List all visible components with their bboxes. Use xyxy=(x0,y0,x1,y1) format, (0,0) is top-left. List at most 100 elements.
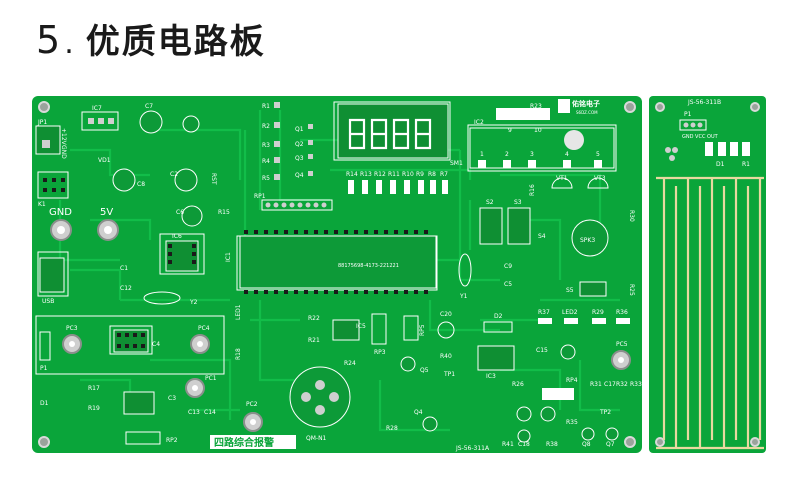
ic5-label: IC5 xyxy=(356,323,366,330)
ic7-label: IC7 xyxy=(92,105,102,112)
svg-text:R3: R3 xyxy=(262,142,270,149)
r18-label: R18 xyxy=(235,348,242,360)
right-lower-pads xyxy=(538,318,630,400)
ic2-mounting-hole xyxy=(564,130,584,150)
silk-title: 四路综合报警 xyxy=(214,436,274,449)
c20-label: C20 xyxy=(440,311,452,318)
power-pads xyxy=(50,219,119,241)
board-code: JS-56-311A xyxy=(455,445,490,452)
ic5-chip xyxy=(332,319,360,341)
svg-text:C17: C17 xyxy=(604,381,616,388)
r24-label: R24 xyxy=(344,360,356,367)
s2-label: S2 xyxy=(486,199,494,206)
vt1-label: VT1 xyxy=(556,175,568,182)
ic1-pins-top xyxy=(244,230,428,234)
c3-label: C3 xyxy=(168,395,176,402)
heading-dot: . xyxy=(64,26,74,61)
svg-text:R32: R32 xyxy=(616,381,628,388)
12v-label: +12V xyxy=(60,128,67,146)
rp1-label: RP1 xyxy=(254,193,266,200)
sensor-pin-labels: GND VCC OUT xyxy=(682,134,719,140)
svg-text:TP1: TP1 xyxy=(443,371,455,378)
s3-label: S3 xyxy=(514,199,522,206)
resistor-row-bodies xyxy=(348,180,448,194)
ic7-pins xyxy=(88,118,114,124)
svg-text:R4: R4 xyxy=(262,158,270,165)
usb-label: USB xyxy=(42,298,54,305)
led1-label: LED1 xyxy=(235,304,242,320)
vt3-label: VT3 xyxy=(594,175,606,182)
r23-label: R23 xyxy=(530,103,542,110)
k1-pins xyxy=(43,178,65,192)
spk-buzzer xyxy=(571,219,609,257)
rp5-header xyxy=(403,315,419,341)
ic3-label: IC3 xyxy=(486,373,496,380)
d1-label: D1 xyxy=(40,400,49,407)
c13-label: C13 xyxy=(188,409,200,416)
rp3-label: RP3 xyxy=(374,349,386,356)
sensor-comb-electrodes xyxy=(656,176,764,450)
logo-chinese: 佑铭电子 xyxy=(571,99,600,108)
s3-switch xyxy=(507,207,531,245)
svg-text:R31: R31 xyxy=(590,381,602,388)
vd1-label: VD1 xyxy=(98,157,111,164)
r21-label: R21 xyxy=(308,337,320,344)
qm-sensor-pins xyxy=(301,380,339,415)
5v-label: 5V xyxy=(100,207,113,218)
p1-label: P1 xyxy=(40,365,48,372)
sensor-transistor xyxy=(665,147,678,161)
r23-body xyxy=(496,108,550,120)
pc3-label: PC3 xyxy=(66,325,78,332)
c5-label: C5 xyxy=(504,281,512,288)
logo-english: S6DZ.COM xyxy=(576,110,598,115)
svg-text:Q2: Q2 xyxy=(295,141,304,148)
svg-text:2: 2 xyxy=(505,151,509,158)
svg-text:R12: R12 xyxy=(374,171,386,178)
logo-icon xyxy=(558,99,570,113)
ic7-outline xyxy=(81,111,119,131)
sensor-header xyxy=(679,119,707,131)
sensor-r1: R1 xyxy=(742,161,750,168)
small-round-parts xyxy=(400,344,619,443)
svg-text:R41: R41 xyxy=(502,441,514,448)
c8-label: C8 xyxy=(137,181,145,188)
sensor-smd xyxy=(705,142,750,156)
spk-label: SPK3 xyxy=(580,237,595,244)
svg-text:C15: C15 xyxy=(536,347,548,354)
p1-header xyxy=(39,331,51,361)
pc2-label: PC2 xyxy=(246,401,258,408)
svg-text:R29: R29 xyxy=(592,309,604,316)
y1-label: Y1 xyxy=(459,293,468,300)
rst-label: RST xyxy=(210,173,217,185)
svg-text:R1: R1 xyxy=(262,103,270,110)
page-heading: 5 . 优质电路板 xyxy=(36,14,266,64)
svg-text:R38: R38 xyxy=(546,441,558,448)
pc5-label: PC5 xyxy=(616,341,628,348)
svg-text:R9: R9 xyxy=(416,171,424,178)
rp2-header xyxy=(125,431,161,445)
ic2-header-area xyxy=(469,127,615,169)
left-resistor-pads xyxy=(274,102,313,180)
svg-text:R28: R28 xyxy=(386,425,398,432)
c1-label: C1 xyxy=(120,265,128,272)
svg-text:R35: R35 xyxy=(566,419,578,426)
vt-transistors xyxy=(551,177,609,189)
pc1-label: PC1 xyxy=(205,375,217,382)
c7-label: C7 xyxy=(145,103,153,110)
heading-title: 优质电路板 xyxy=(85,22,266,62)
ic1-chip-text: 88175698-4173-221221 xyxy=(338,263,399,269)
s4-label: S4 xyxy=(538,233,546,240)
c2-label: C2 xyxy=(170,171,178,178)
svg-text:LED2: LED2 xyxy=(562,309,578,316)
y1-crystal xyxy=(458,253,472,287)
gnd-label: GND xyxy=(49,207,72,218)
svg-text:R5: R5 xyxy=(262,175,270,182)
rp1-pins xyxy=(265,202,327,208)
c6-label: C6 xyxy=(176,209,184,216)
pin-10: 10 xyxy=(534,127,542,134)
c20-capacitor xyxy=(437,321,455,339)
r40-label: R40 xyxy=(440,353,452,360)
ic2-header-numbers: 1 2 3 4 5 xyxy=(480,151,600,158)
rp1-header xyxy=(261,199,333,211)
